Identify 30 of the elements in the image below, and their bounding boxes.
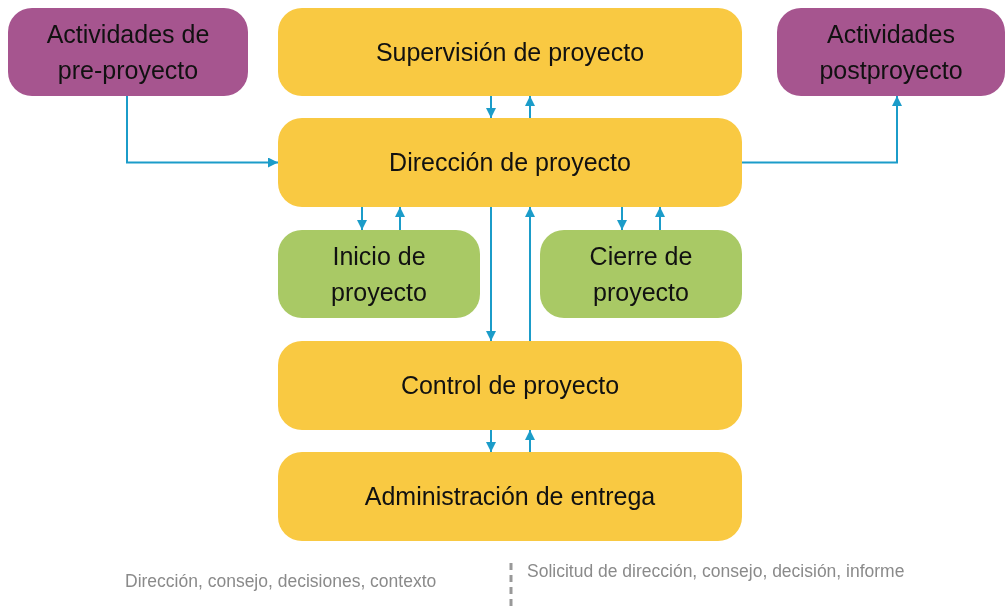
arrow [655,206,665,231]
rounded-box [777,8,1005,96]
arrow [741,95,902,164]
arrow [357,206,367,231]
rounded-box [540,230,742,318]
box-label: Dirección de proyecto [389,147,631,179]
arrow [486,206,496,342]
rounded-box [278,230,480,318]
rounded-box [8,8,248,96]
box-label: Inicio de proyecto [330,240,428,308]
box-label: Cierre de proyecto [588,240,694,308]
box-label: Control de proyecto [400,370,620,402]
arrow [525,206,535,342]
rounded-box [278,341,742,430]
note-text: Dirección, consejo, decisiones, contexto [125,570,438,593]
box-label: Administración de entrega [364,481,656,513]
arrow [395,206,405,231]
note-text: Solicitud de dirección, consejo, decisión, informe [527,560,906,583]
box-label: Supervisión de proyecto [375,36,645,68]
arrow [525,429,535,453]
arrow [486,95,496,119]
arrow [126,95,279,168]
rounded-box [278,8,742,96]
arrow [525,95,535,119]
arrow [617,206,627,231]
box-label: Actividades de pre-proyecto [45,18,211,86]
arrow [486,429,496,453]
rounded-box [278,452,742,541]
rounded-box [278,118,742,207]
box-label: Actividades postproyecto [818,18,964,86]
